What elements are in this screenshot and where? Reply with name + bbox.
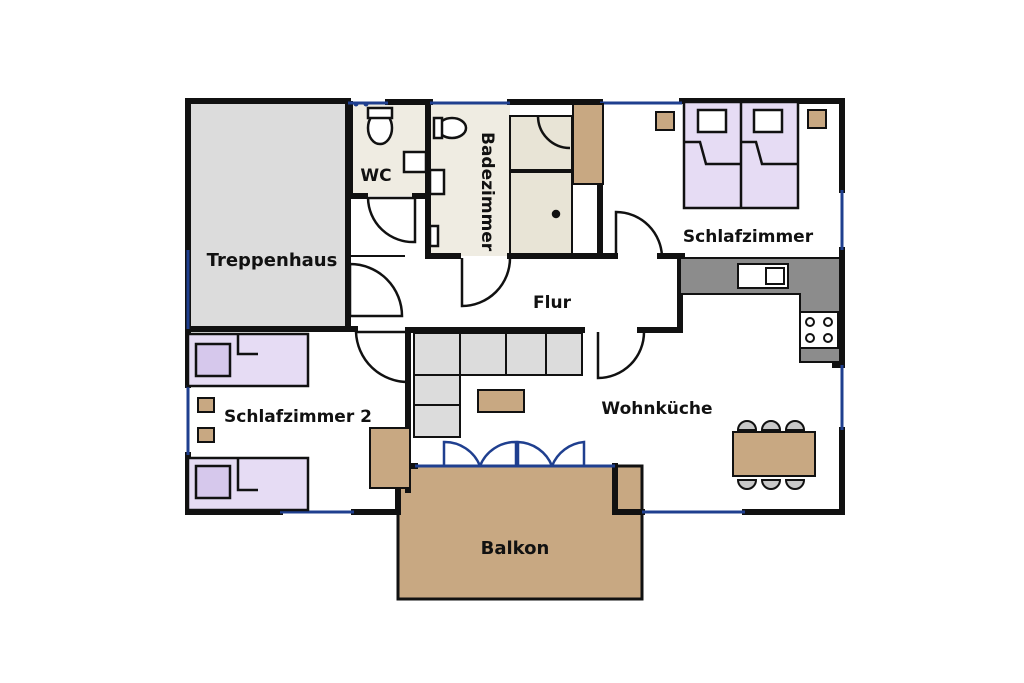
- label-flur: Flur: [533, 293, 572, 313]
- wood-furniture: [197, 103, 827, 489]
- label-schlafzimmer-2: Schlafzimmer 2: [224, 407, 372, 427]
- windows: [186, 101, 844, 514]
- shower-fill: [509, 171, 573, 257]
- doors: [348, 115, 664, 467]
- label-balkon: Balkon: [481, 538, 550, 559]
- sanitary-fixtures: [366, 106, 561, 248]
- tub-fill: [509, 115, 573, 171]
- window-markers: [353, 101, 369, 107]
- kitchen-counter: [679, 257, 841, 363]
- stairs: [413, 332, 583, 438]
- label-treppenhaus: Treppenhaus: [207, 250, 338, 271]
- dining-chairs: [736, 420, 806, 490]
- label-badezimmer: Badezimmer: [477, 132, 497, 252]
- label-schlafzimmer: Schlafzimmer: [683, 227, 814, 247]
- balkon-fill: [396, 464, 644, 601]
- beds: [186, 100, 800, 512]
- label-wohnkueche: Wohnküche: [601, 399, 712, 419]
- label-wc: WC: [360, 166, 391, 186]
- treppenhaus-fill: [188, 101, 348, 329]
